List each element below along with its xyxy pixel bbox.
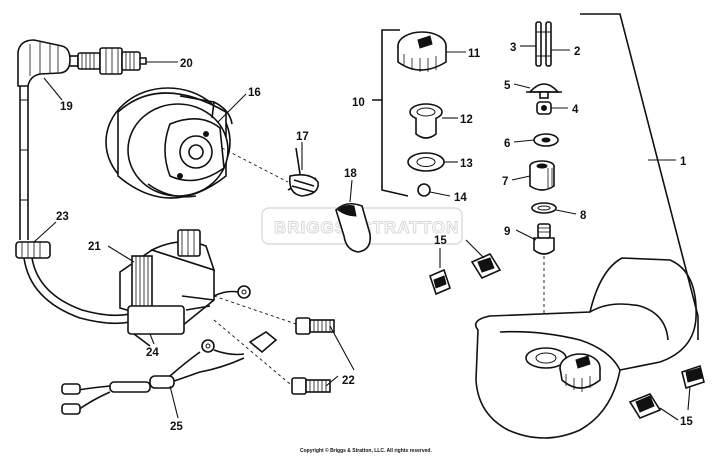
- assembly-lines: [213, 147, 545, 385]
- tank-clips-upper: [429, 252, 502, 296]
- tank-clips-lower: [628, 364, 705, 419]
- callout-23: 23: [56, 211, 69, 223]
- callout-7: 7: [502, 176, 508, 188]
- callout-1: 1: [680, 156, 687, 168]
- knob: [335, 179, 372, 253]
- wire-harness: [61, 331, 278, 415]
- callout-11: 11: [468, 48, 481, 60]
- callout-16: 16: [248, 87, 261, 99]
- callout-4: 4: [572, 104, 579, 116]
- spark-plug: [65, 47, 147, 75]
- small-nut: [536, 101, 552, 115]
- copyright-notice: Copyright © Briggs & Stratton, LLC. All …: [300, 447, 432, 454]
- screw-upper: [295, 317, 335, 335]
- o-ring: [531, 202, 557, 214]
- callout-24: 24: [146, 347, 159, 359]
- callout-labels: 20 19 16 17 18 23 21 24 22 25 10 11 12 1…: [56, 42, 693, 433]
- callout-18: 18: [344, 168, 357, 180]
- flywheel: [105, 87, 233, 199]
- valve-cap: [526, 83, 562, 99]
- ignition-module: [119, 229, 216, 347]
- spark-plug-boot: [17, 39, 71, 240]
- cap-retainer: [409, 103, 443, 139]
- governor-spring: [287, 147, 319, 197]
- callout-21: 21: [88, 241, 101, 253]
- bushing: [529, 160, 555, 191]
- fuel-tank: [474, 13, 699, 439]
- callout-22: 22: [342, 375, 355, 387]
- washer: [533, 133, 559, 147]
- callout-2: 2: [574, 46, 580, 58]
- cap-gasket: [407, 152, 445, 172]
- callout-13: 13: [460, 158, 473, 170]
- lead-grommet: [15, 241, 131, 325]
- ground-lead: [213, 285, 251, 299]
- callout-14: 14: [454, 192, 467, 204]
- fuel-fitting: [533, 223, 555, 255]
- callout-12: 12: [460, 114, 473, 126]
- callout-15-lower: 15: [680, 416, 693, 428]
- check-ball: [417, 183, 431, 197]
- pins: [535, 21, 552, 67]
- callout-10: 10: [352, 97, 365, 109]
- fuel-cap: [397, 31, 447, 72]
- callout-20: 20: [180, 58, 193, 70]
- kit-10-bracket: [372, 29, 409, 197]
- screw-lower: [291, 377, 331, 395]
- leader-lines: [33, 45, 691, 421]
- callout-8: 8: [580, 210, 587, 222]
- callout-25: 25: [170, 421, 183, 433]
- callout-9: 9: [504, 226, 510, 238]
- callout-3: 3: [510, 42, 516, 54]
- callout-5: 5: [504, 80, 511, 92]
- callout-15-upper: 15: [434, 235, 447, 247]
- callout-6: 6: [504, 138, 510, 150]
- callout-17: 17: [296, 131, 309, 143]
- callout-19: 19: [60, 101, 73, 113]
